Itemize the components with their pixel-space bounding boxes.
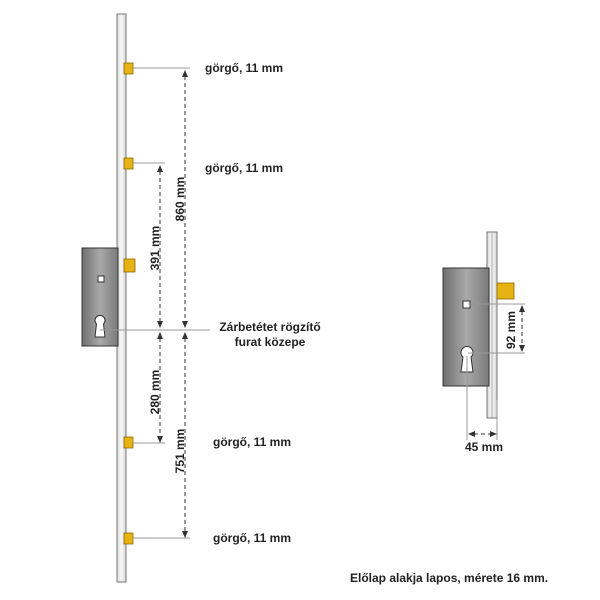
dim-280-label: 280 mm xyxy=(148,370,162,415)
dim-860-label: 860 mm xyxy=(173,177,187,222)
roller-2 xyxy=(123,157,134,170)
dim-280: 280 mm xyxy=(148,332,163,443)
dim-45: 45 mm xyxy=(465,431,503,454)
roller-1 xyxy=(123,62,134,75)
dim-751-label: 751 mm xyxy=(173,429,187,474)
square-follower-hole xyxy=(97,275,105,283)
dim-92-label: 92 mm xyxy=(504,311,518,349)
dim-92: 92 mm xyxy=(504,305,525,352)
detail-latch-bolt xyxy=(496,282,515,300)
roller-label-3: görgő, 11 mm xyxy=(213,435,291,449)
roller-4 xyxy=(123,532,134,545)
dim-751: 751 mm xyxy=(173,332,188,538)
cylinder-hole xyxy=(94,315,106,338)
center-label-line1: Zárbetétet rögzítő xyxy=(219,320,320,334)
faceplate-note: Előlap alakja lapos, mérete 16 mm. xyxy=(350,571,548,585)
roller-label-2: görgő, 11 mm xyxy=(205,161,283,175)
latch-bolt xyxy=(123,258,136,273)
center-label-line2: furat közepe xyxy=(235,335,306,349)
roller-3 xyxy=(123,436,134,449)
main-lock: 860 mm 391 mm 280 mm 751 mm görgő, 11 mm… xyxy=(81,13,321,583)
dim-391: 391 mm xyxy=(148,165,163,328)
roller-label-1: görgő, 11 mm xyxy=(205,61,283,75)
dim-391-label: 391 mm xyxy=(148,226,162,271)
dim-45-label: 45 mm xyxy=(465,440,503,454)
detail-view: 92 mm 45 mm xyxy=(442,231,525,454)
roller-label-4: görgő, 11 mm xyxy=(213,531,291,545)
dim-860: 860 mm xyxy=(173,70,188,328)
